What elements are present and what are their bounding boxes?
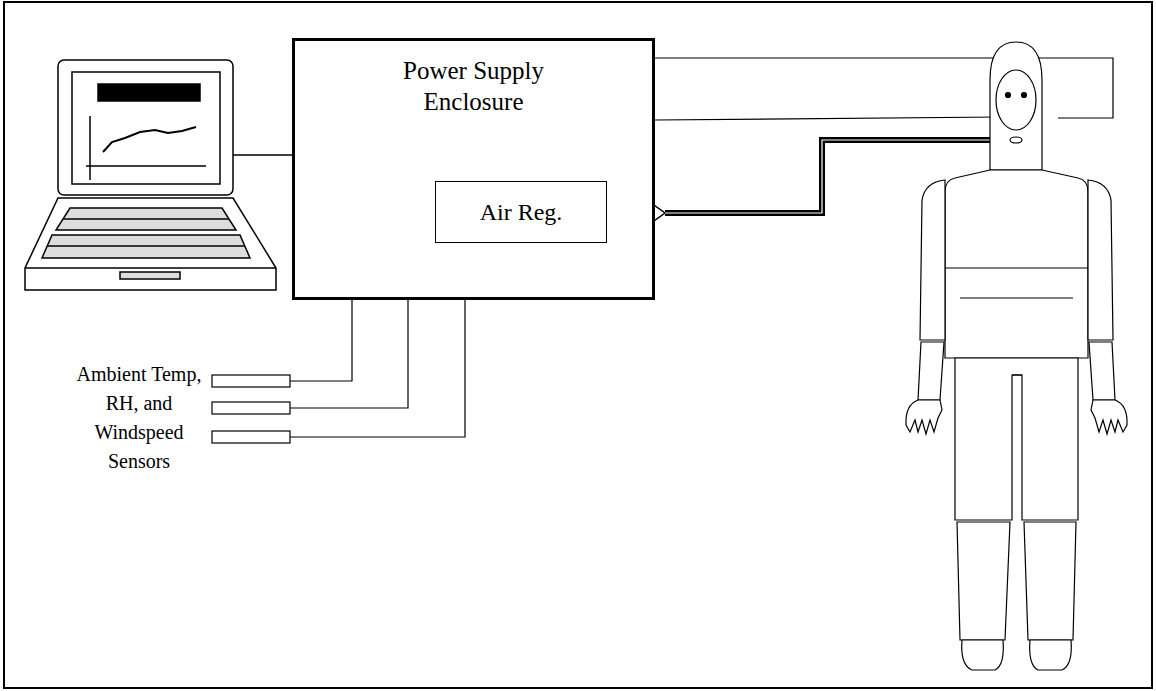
thermal-manikin bbox=[906, 42, 1127, 670]
sensor-probes bbox=[212, 375, 290, 443]
heater-wires bbox=[655, 58, 1113, 120]
laptop bbox=[25, 60, 276, 290]
frame bbox=[4, 2, 1152, 688]
enclosure-box: Power Supply EnclosureAir Reg. bbox=[292, 38, 655, 300]
sensor-label: Ambient Temp, RH, and Windspeed Sensors bbox=[72, 360, 206, 476]
node-title: Power Supply Enclosure bbox=[374, 55, 574, 118]
data-cable bbox=[233, 154, 292, 156]
node-title: Air Reg. bbox=[441, 197, 601, 227]
regulator-box: Air Reg. bbox=[435, 181, 607, 243]
sensor-wires bbox=[290, 298, 465, 437]
